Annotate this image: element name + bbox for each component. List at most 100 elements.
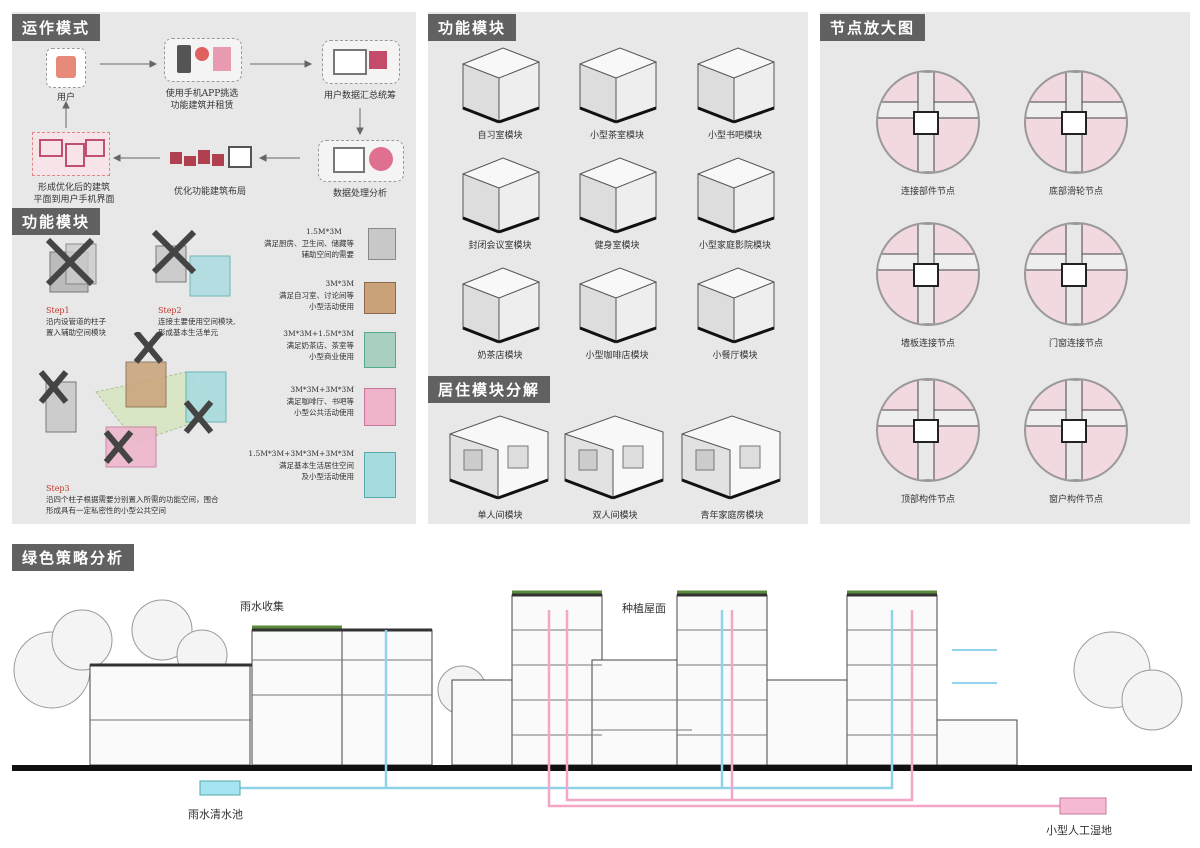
function-module-label: 小型书吧模块 <box>707 131 762 141</box>
node-detail-item: 底部滑轮节点 <box>1024 70 1128 200</box>
room-module-icon <box>579 47 657 124</box>
room-module-icon <box>462 157 540 234</box>
roof-plant-label: 种植屋面 <box>622 602 666 615</box>
function-module-item: 奶茶店模块 <box>445 262 555 366</box>
dwelling-module-item: 单人间模块 <box>440 408 560 521</box>
dwelling-module-label: 双人间模块 <box>592 511 638 521</box>
data-process-icon <box>318 140 404 182</box>
room-module-icon <box>579 157 657 234</box>
function-module-item: 健身室模块 <box>562 152 672 256</box>
node-detail-item: 顶部构件节点 <box>876 378 980 508</box>
dwelling-unit-icon <box>681 415 781 500</box>
flow-phone-line2: 功能建筑并租赁 <box>170 101 234 111</box>
function-module-label: 奶茶店模块 <box>477 351 523 361</box>
step3-line1: 沿四个柱子根据需要分别置入所需的功能空间，围合 <box>46 495 219 504</box>
step2-title: Step2 <box>158 306 182 315</box>
flow-optimize-label: 优化功能建筑布局 <box>173 187 246 197</box>
function-module-item: 小型书吧模块 <box>680 42 790 146</box>
step1-line2: 置入辅助空间模块 <box>46 328 106 337</box>
room-module-icon <box>462 47 540 124</box>
plan-result-icon <box>32 132 110 176</box>
step3-diagram-icon <box>38 332 227 468</box>
section-elevation-drawing <box>12 590 1192 815</box>
node-detail-label: 窗户构件节点 <box>1048 495 1103 505</box>
node-detail-circle <box>876 378 980 482</box>
step1-diagram-icon <box>45 237 97 293</box>
node-detail-circle <box>876 70 980 174</box>
function-module-label: 小餐厅模块 <box>712 351 758 361</box>
node-detail-item: 墙板连接节点 <box>876 222 980 352</box>
step2-line1: 连接主要使用空间模块, <box>158 317 236 326</box>
function-module-item: 小型茶室模块 <box>562 42 672 146</box>
step2-diagram-icon <box>151 229 231 297</box>
step2-line2: 形成基本生活单元 <box>158 328 218 337</box>
room-module-icon <box>697 157 775 234</box>
node-detail-circle <box>1024 378 1128 482</box>
room-module-icon <box>697 47 775 124</box>
joint-detail-icon <box>1026 72 1126 172</box>
section-header-operation: 运作模式 <box>12 14 101 41</box>
room-module-icon <box>579 267 657 344</box>
function-module-label: 小型家庭影院模块 <box>698 241 771 251</box>
dwelling-module-label: 单人间模块 <box>477 511 523 521</box>
dwelling-module-item: 双人间模块 <box>555 408 675 521</box>
section-header-function-mid: 功能模块 <box>428 14 517 41</box>
module-cube-icon <box>364 282 396 314</box>
node-detail-label: 墙板连接节点 <box>900 339 955 349</box>
function-module-item: 小餐厅模块 <box>680 262 790 366</box>
node-detail-item: 门窗连接节点 <box>1024 222 1128 352</box>
step1-line1: 沿内设管道的柱子 <box>46 317 106 326</box>
function-module-item: 小型咖啡店模块 <box>562 262 672 366</box>
joint-detail-icon <box>878 72 978 172</box>
room-module-icon <box>697 267 775 344</box>
flow-data-collect-label: 用户数据汇总统筹 <box>323 91 396 101</box>
dwelling-unit-icon <box>564 415 664 500</box>
section-header-green: 绿色策略分析 <box>12 544 135 571</box>
function-module-item: 小型家庭影院模块 <box>680 152 790 256</box>
function-module-label: 小型咖啡店模块 <box>585 351 649 361</box>
node-detail-circle <box>1024 70 1128 174</box>
legend-item: 3M*3M 满足自习室、讨论间等 小型活动使用 <box>246 278 406 328</box>
module-cube-icon <box>368 228 396 260</box>
dwelling-unit-icon <box>449 415 549 500</box>
legend-item: 3M*3M+3M*3M 满足咖啡厅、书吧等 小型公共活动使用 <box>246 384 406 434</box>
dwelling-module-label: 青年家庭房模块 <box>700 511 764 521</box>
flow-arrows <box>62 60 364 162</box>
legend-item: 3M*3M+1.5M*3M 满足奶茶店、茶室等 小型商业使用 <box>246 328 406 378</box>
legend-item: 1.5M*3M+3M*3M+3M*3M 满足基本生活居住空间 及小型活动使用 <box>246 448 406 504</box>
node-detail-label: 门窗连接节点 <box>1048 339 1103 349</box>
function-module-label: 健身室模块 <box>594 241 640 251</box>
step3-line2: 形成具有一定私密性的小型公共空间 <box>46 506 166 515</box>
user-icon <box>46 48 86 88</box>
flow-user-label: 用户 <box>56 93 75 103</box>
section-header-nodes: 节点放大图 <box>820 14 926 41</box>
joint-detail-icon <box>1026 224 1126 324</box>
room-module-icon <box>462 267 540 344</box>
flow-phone-line1: 使用手机APP挑选 <box>165 89 239 99</box>
node-detail-circle <box>1024 222 1128 326</box>
flow-result-line1: 形成优化后的建筑 <box>37 183 110 193</box>
step3-title: Step3 <box>46 484 70 493</box>
step1-title: Step1 <box>46 306 70 315</box>
module-cube-icon <box>364 332 396 368</box>
node-detail-label: 顶部构件节点 <box>900 495 955 505</box>
module-cube-icon <box>364 388 396 426</box>
function-module-label: 自习室模块 <box>477 131 523 141</box>
rain-collect-label: 雨水收集 <box>240 600 284 613</box>
phone-app-icon <box>164 38 242 82</box>
flow-data-process-label: 数据处理分析 <box>332 189 387 199</box>
wetland-label: 小型人工湿地 <box>1046 824 1112 837</box>
function-module-item: 封闭会议室模块 <box>445 152 555 256</box>
module-cube-icon <box>364 452 396 498</box>
node-detail-circle <box>876 222 980 326</box>
section-header-function-left: 功能模块 <box>12 208 101 235</box>
dwelling-module-item: 青年家庭房模块 <box>672 408 792 521</box>
joint-detail-icon <box>878 380 978 480</box>
node-detail-label: 底部滑轮节点 <box>1048 187 1103 197</box>
legend-item: 1.5M*3M 满足厨房、卫生间、储藏等 辅助空间的需要 <box>246 226 406 276</box>
node-detail-item: 窗户构件节点 <box>1024 378 1128 508</box>
joint-detail-icon <box>1026 380 1126 480</box>
joint-detail-icon <box>878 224 978 324</box>
optimize-layout-icon <box>170 144 252 172</box>
data-collect-icon <box>322 40 400 84</box>
